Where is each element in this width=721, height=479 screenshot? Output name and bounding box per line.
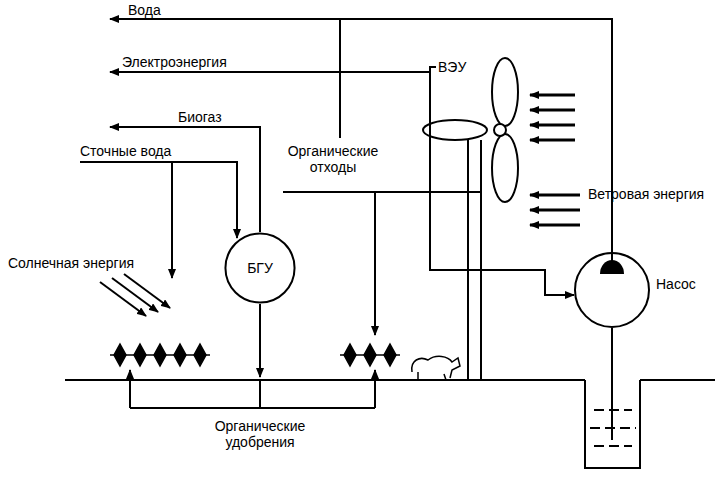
diagram-label: Ветровая энергия [588, 186, 704, 202]
diagram-label: Органические отходы [283, 143, 383, 175]
diagram-label: Электроэнергия [122, 54, 227, 70]
biogas-unit-circle: БГУ [224, 232, 296, 304]
pump-outline [574, 252, 650, 328]
node-text: ВЭУ [438, 59, 466, 75]
wind-turbine-label: ВЭУ [436, 58, 468, 76]
pump-circle: Насос [574, 252, 650, 328]
node-text: БГУ [247, 260, 273, 276]
electricity-connector [430, 67, 574, 295]
diagram-label: Солнечная энергия [8, 255, 134, 271]
diagram-label: Органические удобрения [195, 418, 325, 450]
diagram-label: Биогаз [178, 109, 222, 125]
node-text: Насос [656, 276, 696, 292]
diagram-label: Сточные вода [80, 143, 171, 159]
diagram-label: Вода [128, 2, 161, 18]
